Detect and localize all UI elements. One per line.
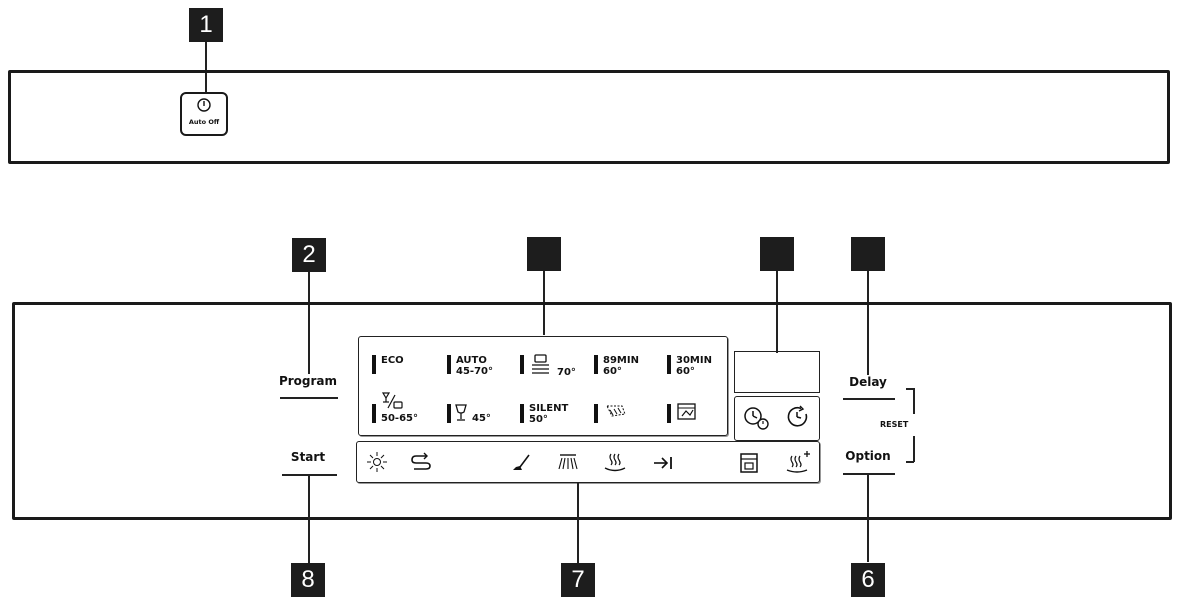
machine-care-icon[interactable]: [676, 401, 698, 421]
leader-line-1: [205, 42, 207, 94]
callout-1: 1: [189, 8, 223, 42]
program-silent-label[interactable]: SILENT: [529, 403, 569, 414]
program-30min-temp: 60°: [676, 366, 695, 377]
top-panel: [8, 70, 1170, 164]
leader-line-5: [867, 271, 869, 375]
program-auto-temp: 45-70°: [456, 366, 493, 377]
program-bar-auto: [447, 355, 451, 374]
rinse-icon[interactable]: [604, 402, 628, 422]
start-underline: [282, 474, 337, 476]
callout-6: 6: [851, 563, 885, 597]
clock-icons-box: [734, 396, 820, 441]
callout-2: 2: [292, 238, 326, 272]
delay-clock-icon: [744, 407, 769, 430]
leader-line-7: [577, 483, 579, 563]
indicator-strip: [356, 441, 820, 483]
program-pot-temp: 70°: [557, 367, 576, 378]
program-bar-89min: [594, 355, 598, 374]
program-bar-silent: [520, 404, 524, 423]
callout-7: 7: [561, 563, 595, 597]
tray-icon: [740, 453, 758, 473]
power-button[interactable]: Auto Off: [180, 92, 228, 136]
callout-8: 8: [291, 563, 325, 597]
spray-icon: [558, 454, 578, 470]
reset-bracket-cap-top: [906, 388, 914, 390]
callout-4: [760, 237, 794, 271]
program-89min-temp: 60°: [603, 366, 622, 377]
reset-bracket-cap-bottom: [906, 461, 914, 463]
program-underline: [280, 397, 338, 399]
leader-line-4: [776, 271, 778, 353]
drying-icon: [604, 453, 626, 472]
control-panel: [12, 302, 1172, 520]
rinse-aid-icon: [513, 454, 530, 470]
program-glass-temp: 45°: [472, 413, 491, 424]
callout-3: [527, 237, 561, 271]
program-30min-label[interactable]: 30MIN: [676, 355, 712, 366]
time-clock-icon: [787, 405, 808, 427]
delay-underline: [843, 398, 895, 400]
extra-dry-icon: [786, 451, 810, 473]
delay-button[interactable]: Delay: [849, 375, 887, 389]
leader-line-2: [308, 272, 310, 374]
cycle-arrows-icon: [411, 452, 431, 470]
option-underline: [843, 473, 895, 475]
leader-line-8: [308, 475, 310, 563]
program-bar-pot: [520, 355, 524, 374]
power-button-label: Auto Off: [188, 118, 220, 126]
program-button[interactable]: Program: [278, 374, 338, 388]
program-display: [358, 336, 728, 436]
program-bar-glass: [447, 404, 451, 423]
time-display: [734, 351, 820, 393]
option-button[interactable]: Option: [845, 449, 891, 463]
power-icon: [197, 98, 211, 112]
program-eco-label[interactable]: ECO: [381, 355, 404, 366]
start-button[interactable]: Start: [290, 450, 326, 464]
program-89min-label[interactable]: 89MIN: [603, 355, 639, 366]
glass-pot-icon[interactable]: [380, 391, 404, 411]
reset-label: RESET: [880, 420, 909, 429]
callout-5: [851, 237, 885, 271]
sun-icon: [367, 452, 387, 472]
glass-icon[interactable]: [454, 403, 468, 423]
program-bar-glass-pot: [372, 404, 376, 423]
leader-line-6: [867, 474, 869, 562]
program-bar-rinse: [594, 404, 598, 423]
program-bar-30min: [667, 355, 671, 374]
program-bar-eco: [372, 355, 376, 374]
program-bar-machine-care: [667, 404, 671, 423]
program-auto-label[interactable]: AUTO: [456, 355, 487, 366]
pot-icon[interactable]: [529, 352, 553, 376]
end-arrow-icon: [654, 457, 672, 469]
program-silent-temp: 50°: [529, 414, 548, 425]
program-glass-pot-temp: 50-65°: [381, 413, 418, 424]
reset-bracket-top: [913, 388, 915, 414]
reset-bracket-bottom: [913, 436, 915, 462]
